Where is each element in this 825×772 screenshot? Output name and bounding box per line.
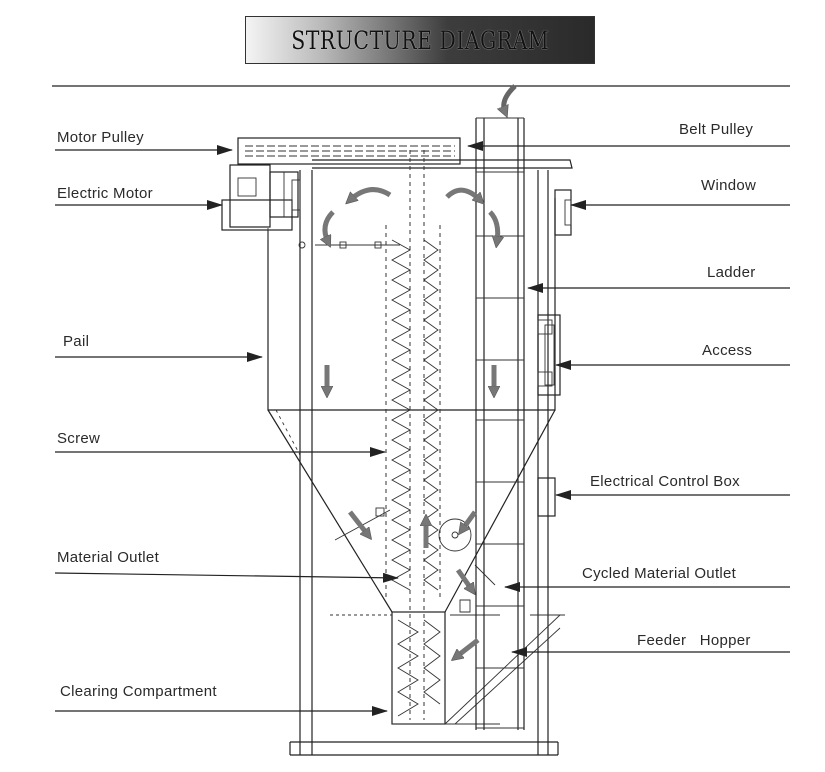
title-banner: STRUCTURE DIAGRAM: [245, 16, 595, 64]
label-clearing-compartment: Clearing Compartment: [60, 683, 217, 700]
label-motor-pulley: Motor Pulley: [57, 129, 144, 146]
label-electrical-control-box: Electrical Control Box: [590, 473, 740, 490]
cone-left-wall: [267, 409, 393, 613]
leader-lines: [54, 141, 790, 716]
diagram-title: STRUCTURE DIAGRAM: [291, 25, 549, 55]
material-flow-arrows: [325, 84, 517, 657]
label-window: Window: [701, 177, 757, 194]
label-pail: Pail: [63, 333, 90, 350]
label-material-outlet: Material Outlet: [57, 549, 160, 566]
ladder: [475, 117, 525, 730]
label-access: Access: [702, 342, 753, 359]
outlet-valve-disc: [438, 518, 472, 552]
screw-flight-right: [423, 239, 439, 591]
label-ladder: Ladder: [707, 264, 756, 281]
pail-lid: [312, 159, 573, 169]
flow-arrow-hopper: [456, 638, 480, 657]
label-cycled-material-outlet: Cycled Material Outlet: [582, 565, 737, 582]
window: [554, 189, 572, 236]
access-door: [537, 314, 561, 396]
label-belt-pulley: Belt Pulley: [679, 121, 754, 138]
clearing-compartment: [330, 611, 565, 725]
screw-shaft: [315, 150, 496, 720]
electrical-control-box: [537, 477, 556, 517]
flow-arrow-top-right: [445, 187, 480, 200]
leader-material-outlet: [54, 572, 399, 583]
screw-flight-left: [391, 239, 411, 591]
pail-body: [267, 159, 573, 756]
label-feeder-hopper: Feeder Hopper: [637, 632, 751, 649]
inflow-arrow: [504, 84, 517, 112]
cycled-outlet-flap: [459, 599, 471, 613]
feeder-hopper-chute: [444, 614, 561, 725]
label-electric-motor: Electric Motor: [57, 185, 153, 202]
flow-arrow-top-left: [350, 187, 392, 200]
label-screw: Screw: [57, 430, 101, 447]
pulley-belt-housing: [237, 137, 461, 165]
drive-assembly: [221, 137, 461, 249]
